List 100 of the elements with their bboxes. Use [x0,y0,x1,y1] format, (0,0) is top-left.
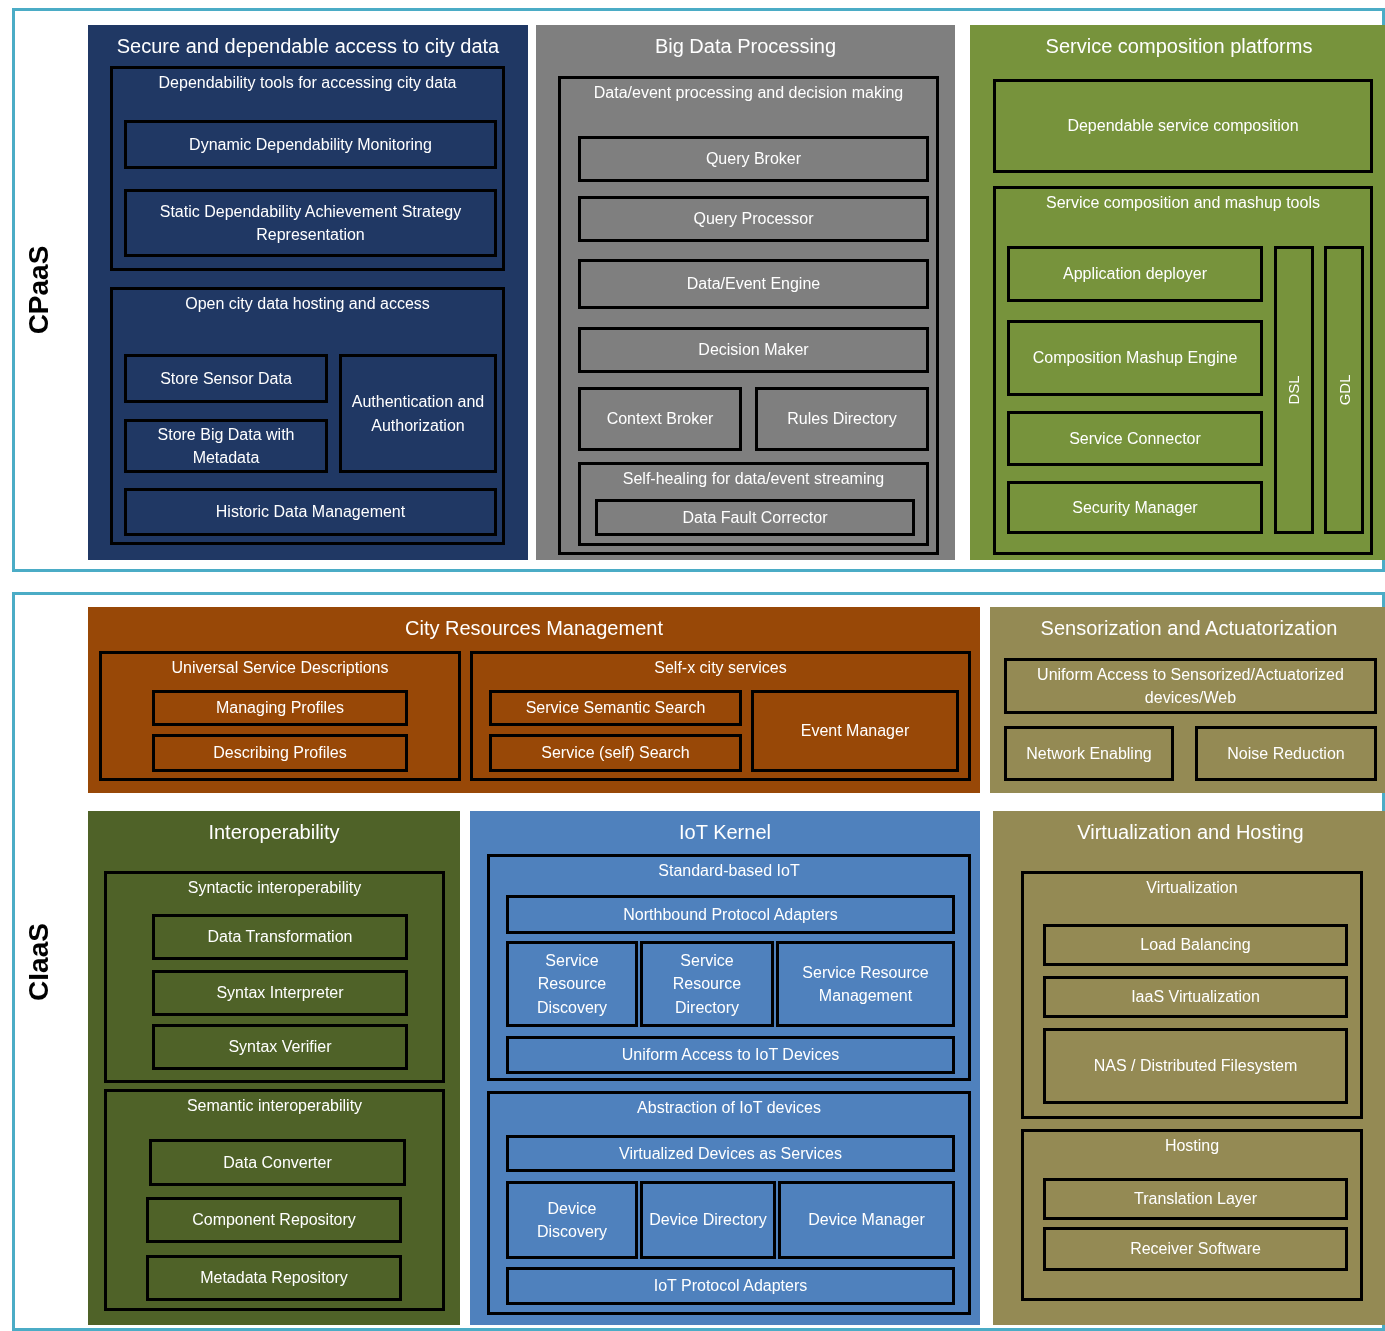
component-label: Northbound Protocol Adapters [623,904,838,925]
box-heading: Semantic interoperability [185,1096,364,1116]
component-label: Syntax Verifier [228,1037,332,1058]
group-heading: Secure and dependable access to city data [115,34,501,59]
component-label: Historic Data Management [215,502,406,523]
group-panel [88,607,980,793]
group-panel [990,607,1385,793]
group-panel [993,811,1385,1325]
component-label: Uniform Access to Sensorized/Actuatorized devices/Web [1036,664,1345,708]
component-label: Data Converter [223,1152,332,1173]
component-box [339,354,497,473]
component-box [1274,246,1314,534]
component-label: NAS / Distributed Filesystem [1093,1056,1298,1077]
box-heading: Syntactic interoperability [186,878,363,898]
layer-band [12,8,1385,572]
box-heading: Open city data hosting and access [184,294,431,314]
component-box [578,387,742,451]
component-box [1195,726,1377,781]
group-panel [536,25,955,560]
container-box [487,1091,971,1315]
group-heading: City Resources Management [404,616,664,641]
component-label: Managing Profiles [215,698,345,719]
box-heading: Standard-based IoT [657,861,801,881]
component-label: Uniform Access to IoT Devices [621,1045,840,1066]
component-box [489,734,742,772]
component-label: Translation Layer [1134,1189,1257,1210]
container-box [1021,871,1363,1119]
box-heading: Abstraction of IoT devices [636,1098,822,1118]
component-box [1043,1227,1348,1271]
component-box [640,1181,776,1259]
component-box [1043,924,1348,966]
group-heading: Virtualization and Hosting [1076,820,1305,845]
component-label: IaaS Virtualization [1131,987,1260,1008]
component-box [124,488,497,536]
layer-band [12,592,1385,1331]
component-box [152,914,408,960]
component-label: Store Big Data with Metadata [156,424,296,468]
component-label: Virtualized Devices as Services [619,1143,842,1164]
container-box [110,287,505,545]
layer-label: CPaaS [22,244,55,337]
container-box [99,651,461,781]
component-label: Noise Reduction [1227,743,1345,764]
component-box [755,387,929,451]
component-box [1324,246,1364,534]
group-panel [88,25,528,560]
component-label: Authentication and Authorization [350,392,486,436]
group-panel [470,811,980,1325]
component-label: Service Resource Management [801,962,930,1006]
component-box [1043,1178,1348,1220]
container-box [487,854,971,1081]
component-box [1004,658,1377,714]
box-heading: Dependability tools for accessing city data [157,73,458,93]
component-label: Metadata Repository [200,1268,348,1289]
container-box [110,66,505,271]
component-label: Context Broker [606,409,714,430]
component-box [146,1255,402,1301]
component-label: Dynamic Dependability Monitoring [189,134,432,155]
component-box [152,734,408,772]
box-heading: Self-healing for data/event streaming [621,469,886,489]
component-box [578,327,929,373]
component-label: Static Dependability Achievement Strategy Representation [158,201,463,245]
box-heading: Universal Service Descriptions [170,658,390,678]
component-box [506,1036,955,1074]
component-label: Rules Directory [787,409,897,430]
box-heading: Self-x city services [653,658,788,678]
component-label: Receiver Software [1130,1239,1261,1260]
component-label: Syntax Interpreter [216,983,344,1004]
component-box [489,690,742,726]
component-box [506,1181,638,1259]
component-box [152,970,408,1016]
component-label: Decision Maker [698,340,809,361]
group-heading: IoT Kernel [678,820,772,845]
component-box [152,690,408,726]
component-label: Dependable service composition [1067,116,1299,137]
component-box [993,79,1373,173]
group-heading: Sensorization and Actuatorization [1039,616,1339,641]
component-box [124,189,497,257]
component-box [152,1024,408,1070]
group-panel [88,811,460,1325]
component-label: Query Processor [693,209,814,230]
component-box [124,120,497,169]
container-box [993,186,1373,555]
component-label: Load Balancing [1140,935,1251,956]
group-heading: Interoperability [207,820,341,845]
component-label: Component Repository [192,1210,356,1231]
container-box [578,462,929,546]
component-box [578,259,929,309]
component-box [776,941,955,1027]
component-label: GDL [1334,374,1354,406]
container-box [1021,1129,1363,1301]
component-label: DSL [1284,375,1304,405]
component-box [124,419,328,473]
component-box [1004,726,1174,781]
component-label: Query Broker [705,149,802,170]
component-box [751,690,959,772]
layer-label: CIaaS [22,921,55,1003]
component-label: Event Manager [800,721,910,742]
box-heading: Service composition and mashup tools [1045,193,1321,213]
box-heading: Virtualization [1145,878,1239,898]
component-label: Describing Profiles [213,743,347,764]
